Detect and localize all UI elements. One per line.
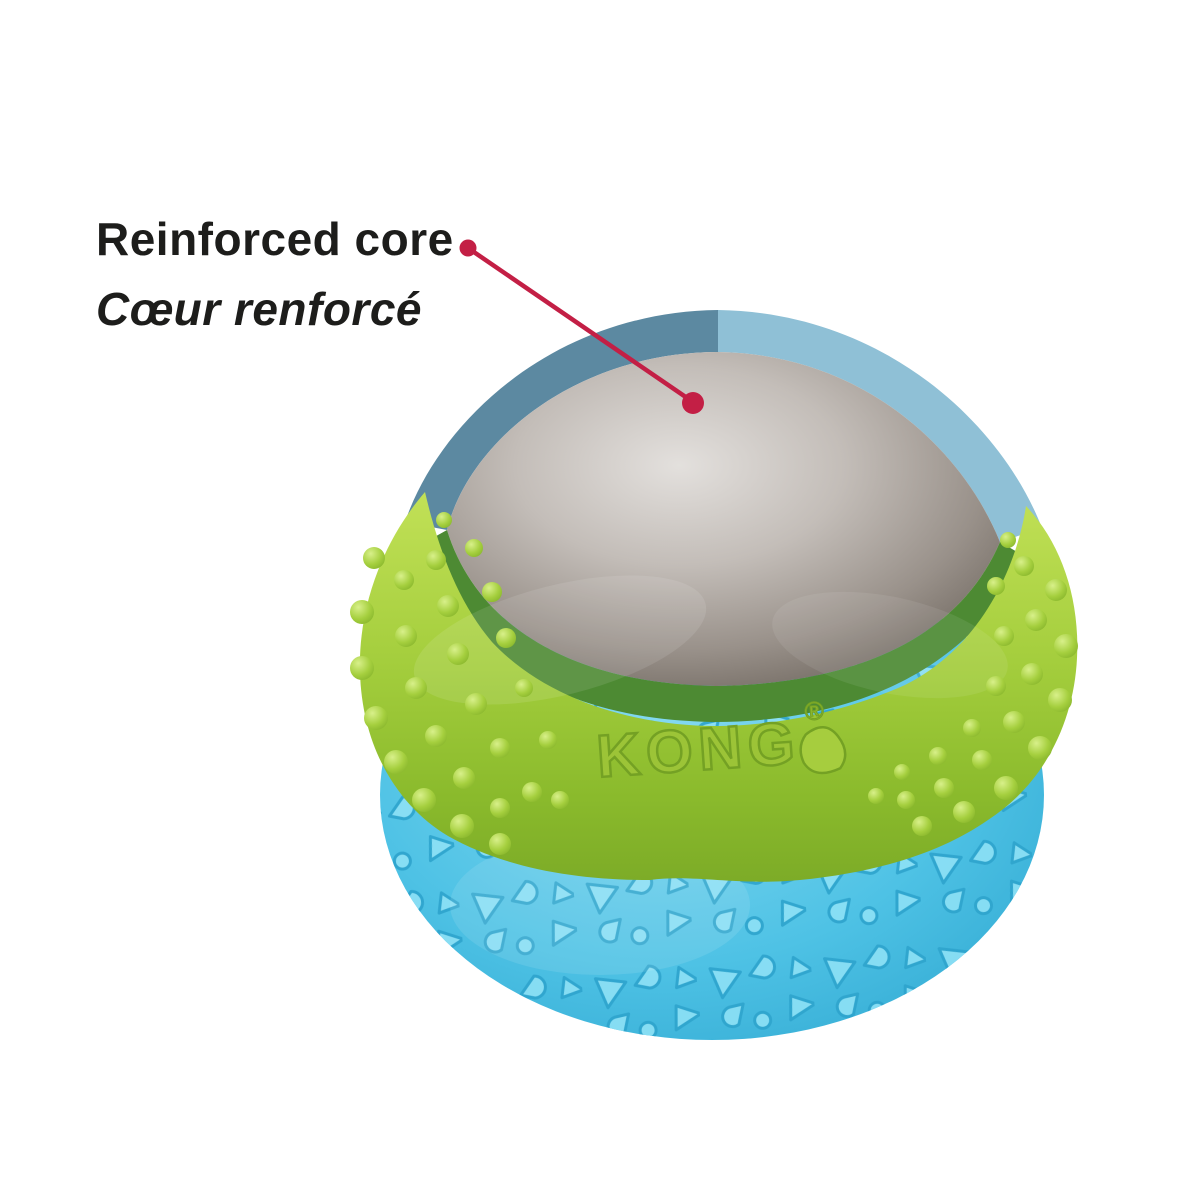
callout-leader [459,239,704,414]
annotation-label-en: Reinforced core [96,213,454,265]
shell-rim-right [718,310,1042,542]
shell-rim-cross-section [405,310,1042,542]
brand-logo: KONG ® [593,695,847,791]
green-bumps [350,512,1078,855]
callout-line [466,246,695,404]
reinforced-core [447,352,1000,686]
shell-rim-left [405,310,718,530]
kong-blob-icon [799,726,847,775]
ball-green-body [359,492,1078,882]
inner-green-rim [420,530,1024,722]
annotation-label-fr: Cœur renforcé [96,283,422,335]
brand-logo-text: KONG [594,709,802,790]
callout-dot-end [682,392,704,414]
registered-mark: ® [804,695,825,726]
callout-dot-start [459,239,477,257]
